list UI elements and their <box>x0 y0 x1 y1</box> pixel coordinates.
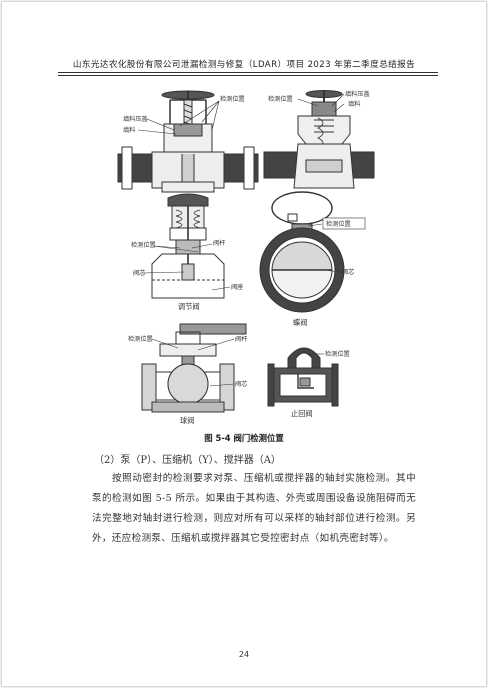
ball-label-core: 阀芯 <box>235 380 247 388</box>
ball-valve-caption: 球阀 <box>180 416 194 425</box>
ball-label-check: 检测位置 <box>128 335 153 343</box>
globe-label-check: 检测位置 <box>268 95 293 103</box>
globe-label-packing: 填料 <box>348 100 360 108</box>
page-number: 24 <box>238 650 250 659</box>
ball-valve-diagram <box>141 323 247 413</box>
control-label-seat: 阀座 <box>231 283 243 291</box>
control-label-stem: 阀杆 <box>213 239 225 247</box>
check-valve-caption: 止回阀 <box>291 409 313 418</box>
butterfly-valve-caption: 蝶阀 <box>293 318 307 327</box>
control-label-core: 阀芯 <box>133 269 145 277</box>
gate-label-check: 检测位置 <box>220 95 245 103</box>
ball-label-stem: 阀杆 <box>235 335 247 343</box>
butterfly-label-check: 检测位置 <box>326 220 351 228</box>
check-label-check: 检测位置 <box>325 350 350 358</box>
body-paragraph: 按照动密封的检测要求对泵、压缩机或搅拌器的轴封实施检测。其中泵的检测如图 5-5… <box>92 473 416 544</box>
butterfly-valve-diagram <box>259 191 345 313</box>
check-valve-diagram <box>267 347 339 407</box>
valve-figure: 检测位置 填料压盖 填料 检测位置 填料压盖 填料 检测位置 阀杆 阀芯 阀座 … <box>117 90 375 425</box>
gate-label-packing: 填料 <box>123 126 135 134</box>
globe-valve-diagram <box>263 90 375 189</box>
section-heading: （2）泵（P）、压缩机（Y）、搅拌器（A） <box>94 455 281 466</box>
gate-valve-diagram <box>117 90 259 193</box>
header-rule-thick <box>58 72 438 73</box>
globe-label-gland: 填料压盖 <box>345 90 370 98</box>
control-valve-caption: 调节阀 <box>178 302 200 311</box>
control-valve-diagram <box>151 193 225 299</box>
header-rule-thin <box>58 75 438 76</box>
figure-caption: 图 5-4 阀门检测位置 <box>204 433 284 443</box>
running-header: 山东光达农化股份有限公司泄漏检测与修复（LDAR）项目 2023 年第二季度总结… <box>72 60 416 70</box>
butterfly-label-core: 阀芯 <box>342 268 354 276</box>
gate-label-gland: 填料压盖 <box>123 115 148 123</box>
control-label-check: 检测位置 <box>131 241 156 249</box>
